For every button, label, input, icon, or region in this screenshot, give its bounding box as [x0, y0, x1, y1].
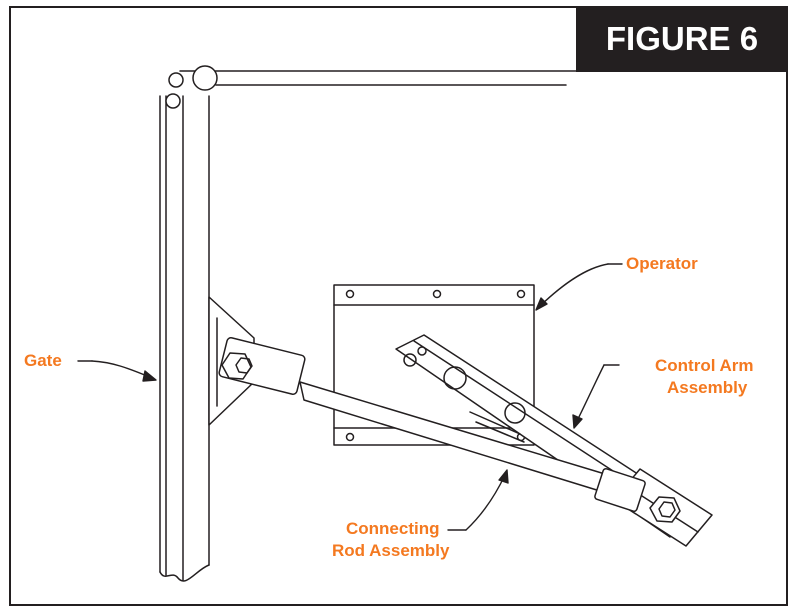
control-arm-label-line1: Control Arm — [655, 356, 754, 375]
control-arm-label-line2: Assembly — [667, 378, 748, 397]
figure-title: FIGURE 6 — [576, 6, 788, 72]
gate-label: Gate — [24, 351, 62, 370]
gate-top-rail — [179, 70, 579, 86]
leader-lines — [77, 263, 623, 531]
gate-hinge — [165, 65, 218, 109]
connecting-rod-label-line1: Connecting — [346, 519, 440, 538]
operator-label: Operator — [626, 254, 698, 273]
connecting-rod-assembly — [218, 337, 681, 523]
connecting-rod-label-line2: Rod Assembly — [332, 541, 450, 560]
gate-post — [159, 95, 210, 582]
